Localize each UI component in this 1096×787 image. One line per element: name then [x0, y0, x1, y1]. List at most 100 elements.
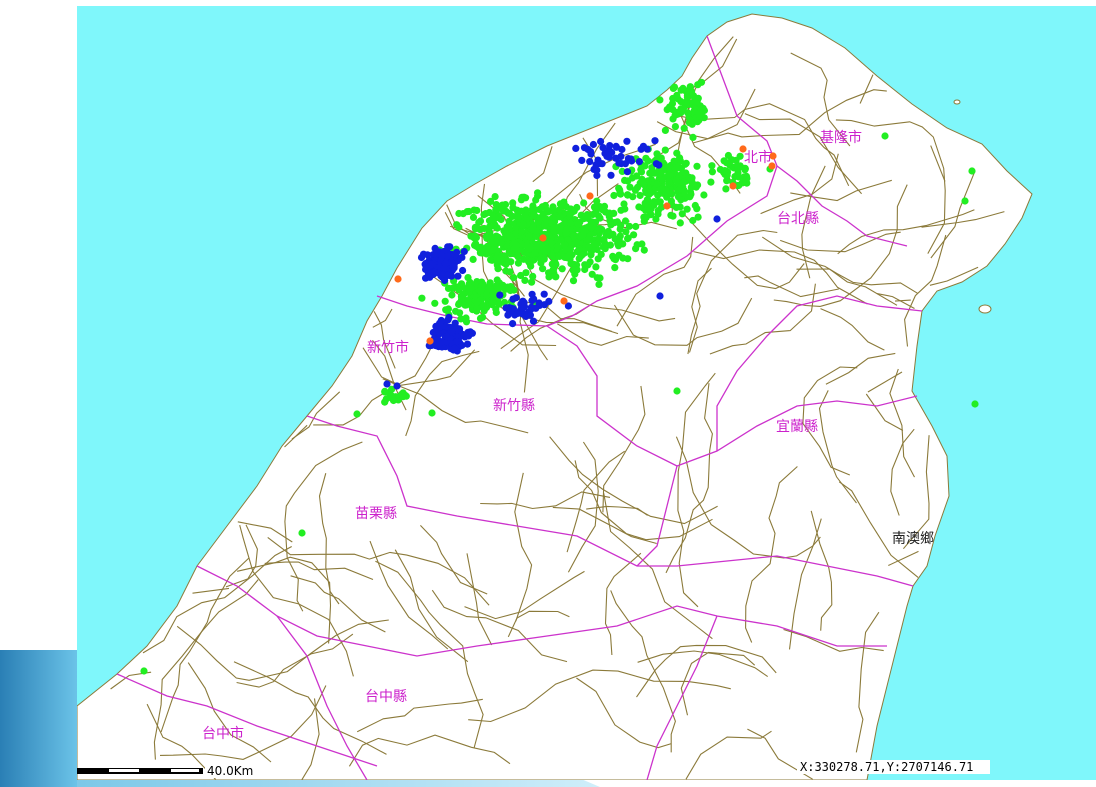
map-canvas[interactable]: 基隆市 北市 台北縣 新竹市 新竹縣 宜蘭縣 苗栗縣 南澳鄉 台中縣 台中市 4… — [77, 6, 1096, 780]
green-dot — [741, 166, 749, 174]
green-dot — [618, 167, 626, 175]
green-dot — [510, 245, 518, 253]
green-dot — [532, 196, 540, 204]
map-svg[interactable]: 基隆市 北市 台北縣 新竹市 新竹縣 宜蘭縣 苗栗縣 南澳鄉 台中縣 台中市 — [77, 6, 1096, 780]
green-dot — [587, 251, 595, 259]
green-dot — [616, 232, 624, 240]
green-dot — [690, 108, 698, 116]
map-label-yilan-county: 宜蘭縣 — [776, 419, 818, 435]
orange-dot — [768, 162, 776, 170]
green-dot — [452, 307, 460, 315]
orange-dot — [560, 297, 568, 305]
green-dot — [661, 126, 670, 134]
blue-dot — [596, 159, 604, 168]
green-dot — [494, 265, 502, 273]
green-dot — [549, 203, 557, 211]
green-dot — [556, 213, 564, 221]
green-dot — [487, 197, 495, 205]
land-mass — [77, 13, 1033, 780]
green-dot — [680, 178, 688, 186]
blue-dot — [580, 144, 589, 152]
green-dot — [641, 199, 649, 207]
green-dot — [494, 283, 502, 291]
green-dot — [594, 255, 602, 263]
green-dot — [473, 206, 481, 215]
green-dot — [689, 133, 697, 141]
green-dot — [614, 242, 623, 250]
green-dot — [525, 232, 533, 240]
blue-dot — [450, 251, 458, 260]
green-dot — [653, 150, 661, 158]
green-dot — [551, 273, 559, 281]
green-dot — [595, 235, 603, 243]
green-dot — [539, 265, 547, 273]
blue-dot — [607, 171, 615, 179]
green-dot — [487, 256, 495, 264]
green-dot — [528, 278, 536, 286]
green-dot — [610, 209, 618, 217]
green-dot — [527, 257, 536, 265]
blue-dot — [612, 142, 620, 150]
green-dot — [547, 252, 556, 260]
orange-dot — [586, 192, 594, 200]
blue-dot — [441, 260, 449, 268]
green-dot — [562, 253, 570, 261]
green-dot — [569, 277, 578, 285]
green-dot — [678, 210, 686, 218]
blue-dot — [438, 338, 446, 346]
map-label-keelung: 基隆市 — [820, 129, 862, 146]
green-dot — [298, 529, 306, 537]
green-dot — [535, 205, 543, 214]
green-dot — [580, 199, 588, 207]
green-dot — [545, 269, 553, 277]
green-dot — [522, 269, 530, 277]
green-dot — [457, 315, 465, 323]
green-dot — [517, 207, 525, 215]
map-label-taichung-county: 台中縣 — [365, 689, 407, 705]
blue-chevron-shape — [0, 650, 77, 787]
green-dot — [381, 398, 389, 406]
green-dot — [517, 240, 526, 248]
green-dot — [685, 173, 693, 181]
green-dot — [607, 221, 615, 229]
green-dot — [673, 91, 681, 99]
green-dot — [624, 234, 632, 242]
green-dot — [541, 221, 549, 229]
green-dot — [485, 208, 494, 217]
green-dot — [531, 249, 539, 257]
green-dot — [637, 168, 646, 176]
orange-dot — [426, 337, 434, 345]
green-dot — [476, 287, 484, 295]
blue-dot — [521, 310, 529, 318]
green-dot — [381, 388, 389, 396]
green-dot — [604, 227, 613, 235]
green-dot — [140, 667, 148, 675]
green-dot — [566, 213, 574, 221]
blue-dot — [639, 142, 648, 150]
green-dot — [488, 239, 496, 247]
green-dot — [694, 213, 702, 221]
green-dot — [739, 178, 747, 186]
green-dot — [668, 190, 676, 198]
green-dot — [428, 409, 436, 417]
green-dot — [596, 274, 604, 282]
green-dot — [464, 274, 472, 282]
green-dot — [574, 220, 582, 228]
green-dot — [601, 245, 609, 253]
green-dot — [512, 229, 520, 237]
green-dot — [628, 174, 636, 182]
green-dot — [455, 300, 463, 309]
green-dot — [631, 186, 640, 194]
green-dot — [502, 267, 510, 275]
green-dot — [480, 307, 488, 315]
green-dot — [677, 196, 685, 204]
green-dot — [639, 178, 647, 186]
green-dot — [485, 223, 494, 231]
data-points — [140, 78, 979, 675]
blue-dot — [599, 144, 607, 152]
green-dot — [495, 300, 503, 308]
green-dot — [467, 232, 475, 240]
green-dot — [577, 211, 585, 219]
green-dot — [534, 216, 543, 225]
green-dot — [457, 292, 465, 300]
